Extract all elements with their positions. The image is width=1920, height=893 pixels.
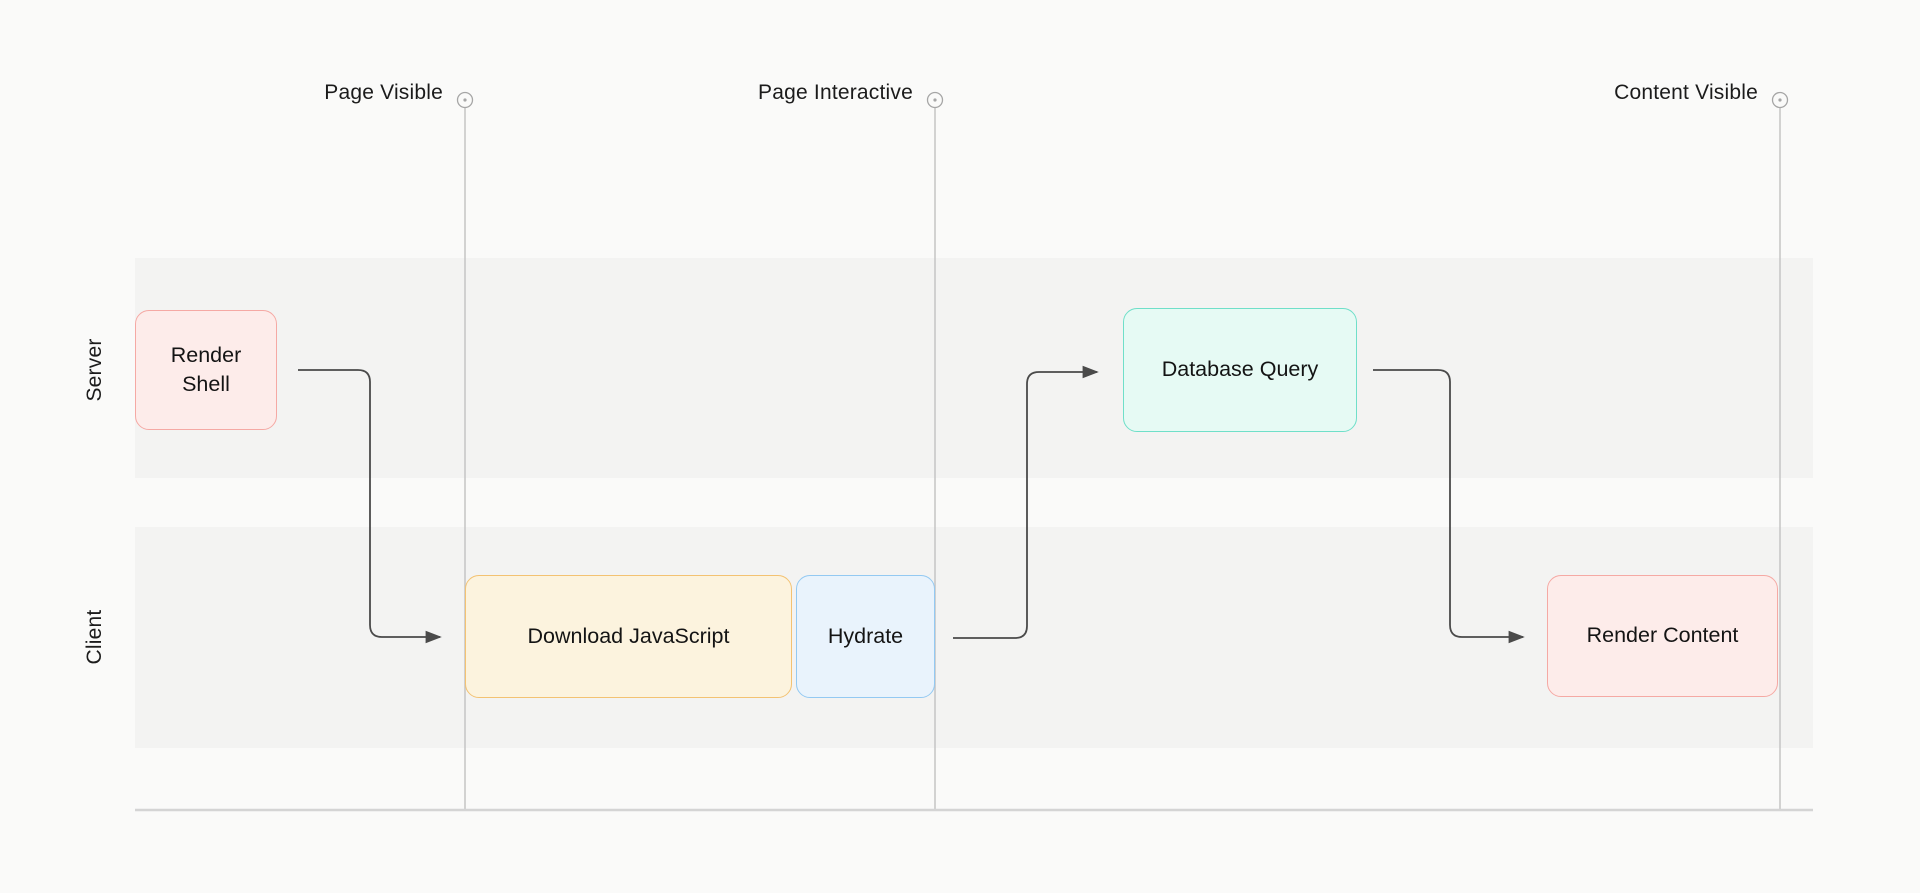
- arrow-render-shell-to-download-javascript: [298, 370, 440, 637]
- milestone-label-page-visible: Page Visible: [324, 81, 443, 105]
- node-render-content: Render Content: [1547, 575, 1778, 697]
- lane-label-client: Client: [83, 610, 107, 665]
- milestone-marker-page-visible-icon: [458, 93, 473, 108]
- node-render-shell: Render Shell: [135, 310, 277, 430]
- node-download-javascript: Download JavaScript: [465, 575, 792, 698]
- node-label: Database Query: [1162, 355, 1319, 384]
- lane-label-server: Server: [83, 338, 107, 401]
- milestone-marker-content-visible-icon: [1773, 93, 1788, 108]
- node-label: Render Shell: [150, 341, 262, 399]
- milestone-marker-page-interactive-icon: [928, 93, 943, 108]
- milestone-label-page-interactive: Page Interactive: [758, 81, 913, 105]
- node-label: Render Content: [1587, 621, 1739, 650]
- node-label: Download JavaScript: [528, 622, 730, 651]
- milestone-label-content-visible: Content Visible: [1614, 81, 1758, 105]
- arrow-hydrate-to-database-query: [953, 372, 1097, 638]
- node-hydrate: Hydrate: [796, 575, 935, 698]
- node-database-query: Database Query: [1123, 308, 1357, 432]
- node-label: Hydrate: [828, 622, 903, 651]
- arrow-database-query-to-render-content: [1373, 370, 1523, 637]
